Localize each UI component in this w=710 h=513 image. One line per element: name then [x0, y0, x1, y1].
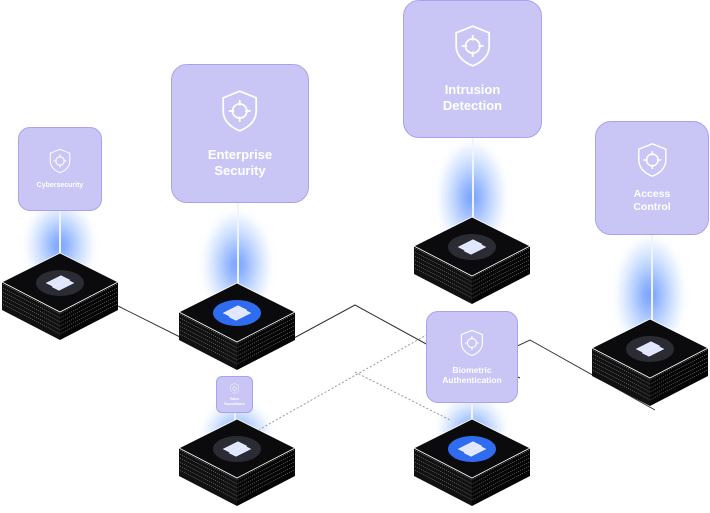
card-biometric-authentication[interactable]: Biometric Authentication	[426, 311, 518, 403]
server-slot-icon	[222, 441, 252, 457]
card-label: Biometric Authentication	[442, 364, 502, 385]
card-access-control[interactable]: Access Control	[595, 121, 709, 235]
beam	[651, 234, 653, 352]
card-cybersecurity[interactable]: Cybersecurity	[18, 127, 102, 211]
card-label: Video Surveillance	[224, 397, 245, 406]
shield-icon	[221, 89, 258, 133]
server-slot-icon	[457, 441, 487, 457]
server-video-surveillance[interactable]	[178, 418, 296, 508]
card-video-surveillance[interactable]: Video Surveillance	[216, 376, 253, 413]
server-intrusion-detection[interactable]	[413, 216, 531, 306]
card-enterprise-security[interactable]: Enterprise Security	[171, 64, 309, 203]
card-label: Enterprise Security	[207, 146, 273, 178]
server-biometric-authentication[interactable]	[413, 418, 531, 508]
card-label: Access Control	[633, 188, 671, 213]
server-slot-icon	[635, 341, 665, 357]
shield-icon	[637, 142, 668, 178]
server-slot-icon	[457, 239, 487, 255]
shield-icon	[460, 329, 484, 357]
link-line	[117, 305, 183, 339]
server-cybersecurity[interactable]	[1, 252, 119, 342]
link-line	[354, 371, 451, 421]
card-label: Intrusion Detection	[442, 82, 503, 113]
server-slot-icon	[45, 275, 75, 291]
shield-icon	[230, 383, 239, 394]
shield-icon	[454, 24, 491, 68]
card-intrusion-detection[interactable]: Intrusion Detection	[403, 0, 542, 138]
beam	[59, 210, 61, 288]
link-line	[254, 332, 431, 433]
beam	[237, 202, 239, 320]
beam	[472, 137, 474, 252]
server-access-control[interactable]	[591, 318, 709, 408]
shield-icon	[49, 148, 71, 174]
server-slot-icon	[222, 305, 252, 321]
card-label: Cybersecurity	[36, 181, 84, 189]
server-enterprise-security[interactable]	[178, 282, 296, 372]
